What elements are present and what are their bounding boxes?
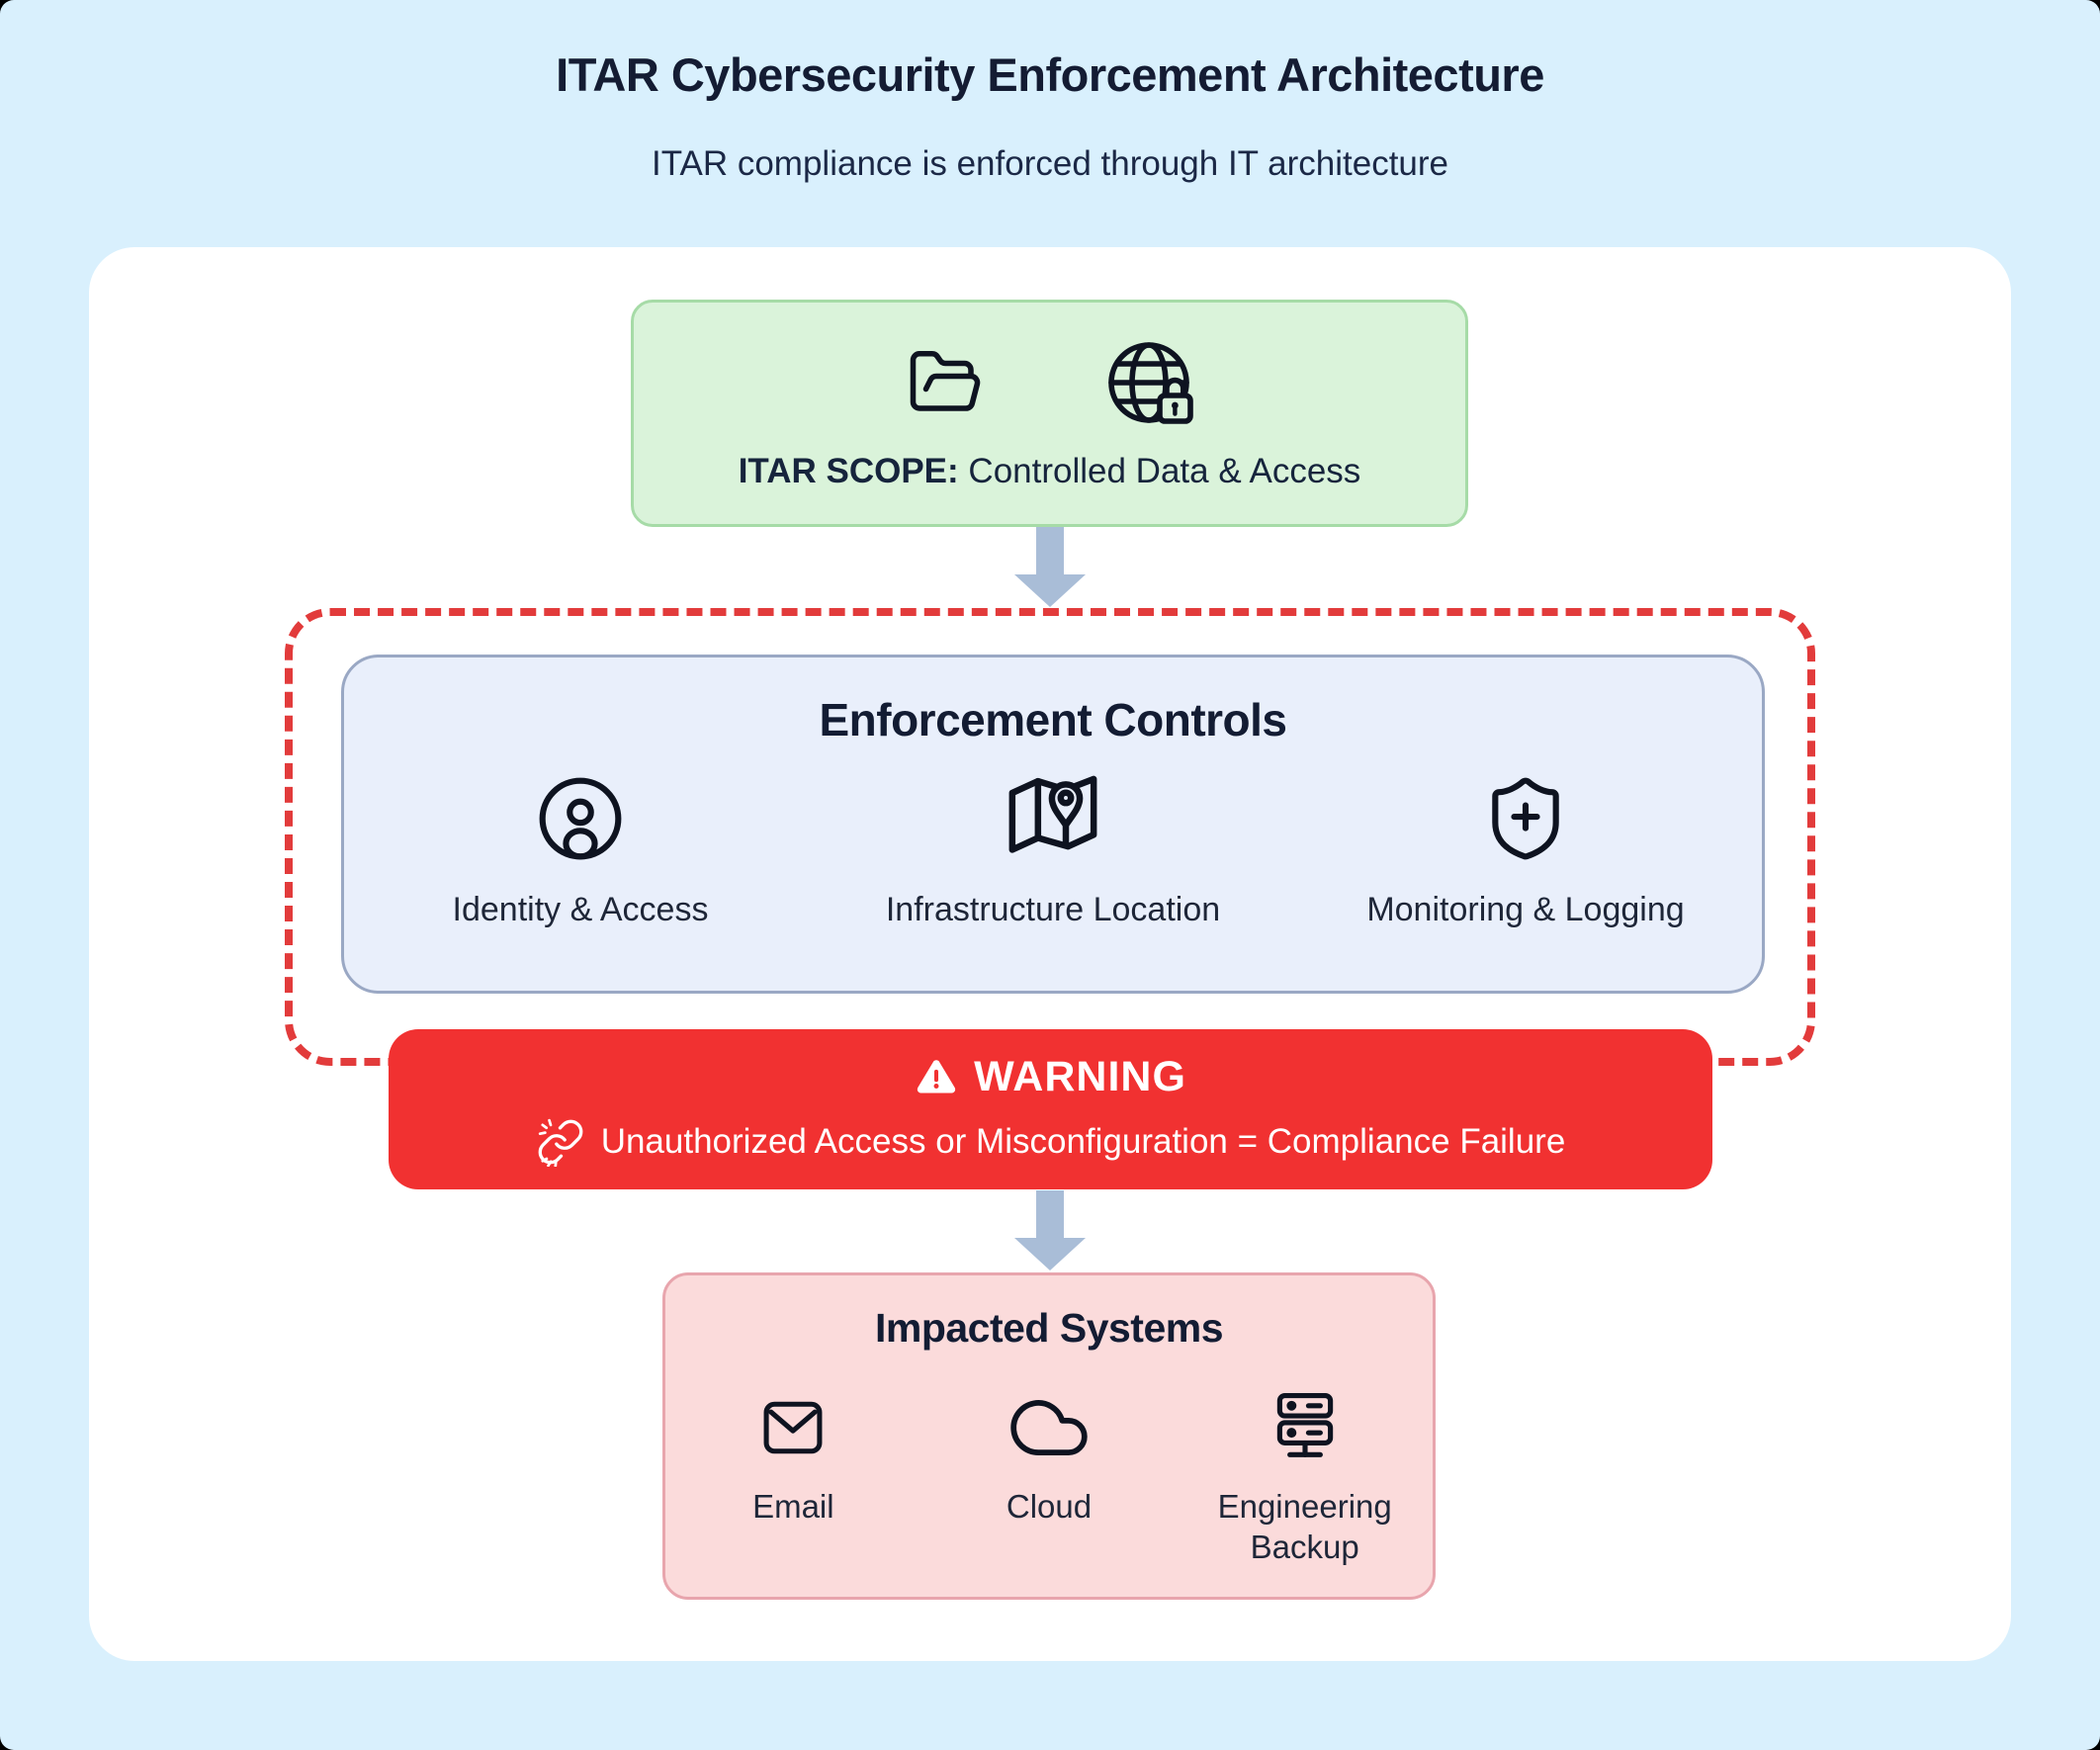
warning-triangle-icon [915,1055,958,1098]
server-icon [1265,1385,1346,1470]
impacted-items-row: Email Cloud [665,1361,1433,1597]
enforcement-item-label: Monitoring & Logging [1366,891,1685,928]
scope-label-prefix: ITAR SCOPE: [738,452,959,490]
enforcement-title: Enforcement Controls [819,694,1287,745]
enforcement-item-label: Infrastructure Location [885,891,1221,928]
impacted-item-email: Email [665,1361,921,1597]
down-arrow-bottom [1014,1190,1086,1270]
impacted-item-backup: Engineering Backup [1177,1361,1433,1597]
arrow-head [1014,1238,1086,1270]
folder-open-icon [903,344,988,421]
impacted-item-label: Engineering Backup [1217,1488,1392,1566]
globe-lock-icon [1101,335,1196,430]
arrow-stem [1036,1190,1064,1238]
down-arrow-top [1014,527,1086,607]
broken-link-icon [536,1117,585,1167]
enforcement-item-monitoring: Monitoring & Logging [1289,764,1762,991]
scope-label-text: Controlled Data & Access [968,452,1361,490]
arrow-stem [1036,527,1064,574]
user-circle-icon [535,764,626,873]
enforcement-item-location: Infrastructure Location [817,764,1289,991]
shield-plus-icon [1480,764,1571,873]
enforcement-items-row: Identity & Access Infrastructure Locatio… [344,764,1762,991]
enforcement-item-identity: Identity & Access [344,764,817,991]
scope-icon-row [903,335,1196,430]
enforcement-controls-box: Enforcement Controls Identity & Access [341,655,1765,994]
cloud-icon [1006,1385,1092,1470]
page-subtitle: ITAR compliance is enforced through IT a… [651,144,1449,183]
mail-icon [755,1385,831,1470]
scope-label: ITAR SCOPE: Controlled Data & Access [739,452,1361,491]
impacted-item-label: Email [752,1488,834,1525]
impacted-title: Impacted Systems [874,1305,1224,1351]
impacted-item-label: Cloud [1006,1488,1093,1525]
impacted-systems-box: Impacted Systems Email Cloud [662,1272,1436,1600]
warning-banner: WARNING Unauthorized Access or Misconfig… [389,1029,1712,1189]
arrow-head [1014,574,1086,607]
warning-title: WARNING [974,1052,1186,1100]
warning-message-line: Unauthorized Access or Misconfiguration … [536,1117,1566,1167]
map-pinned-icon [1002,764,1104,873]
page-title: ITAR Cybersecurity Enforcement Architect… [556,48,1544,101]
itar-scope-box: ITAR SCOPE: Controlled Data & Access [631,300,1468,527]
warning-message: Unauthorized Access or Misconfiguration … [600,1121,1566,1161]
impacted-item-cloud: Cloud [921,1361,1178,1597]
enforcement-item-label: Identity & Access [452,891,709,928]
warning-title-line: WARNING [915,1053,1186,1101]
